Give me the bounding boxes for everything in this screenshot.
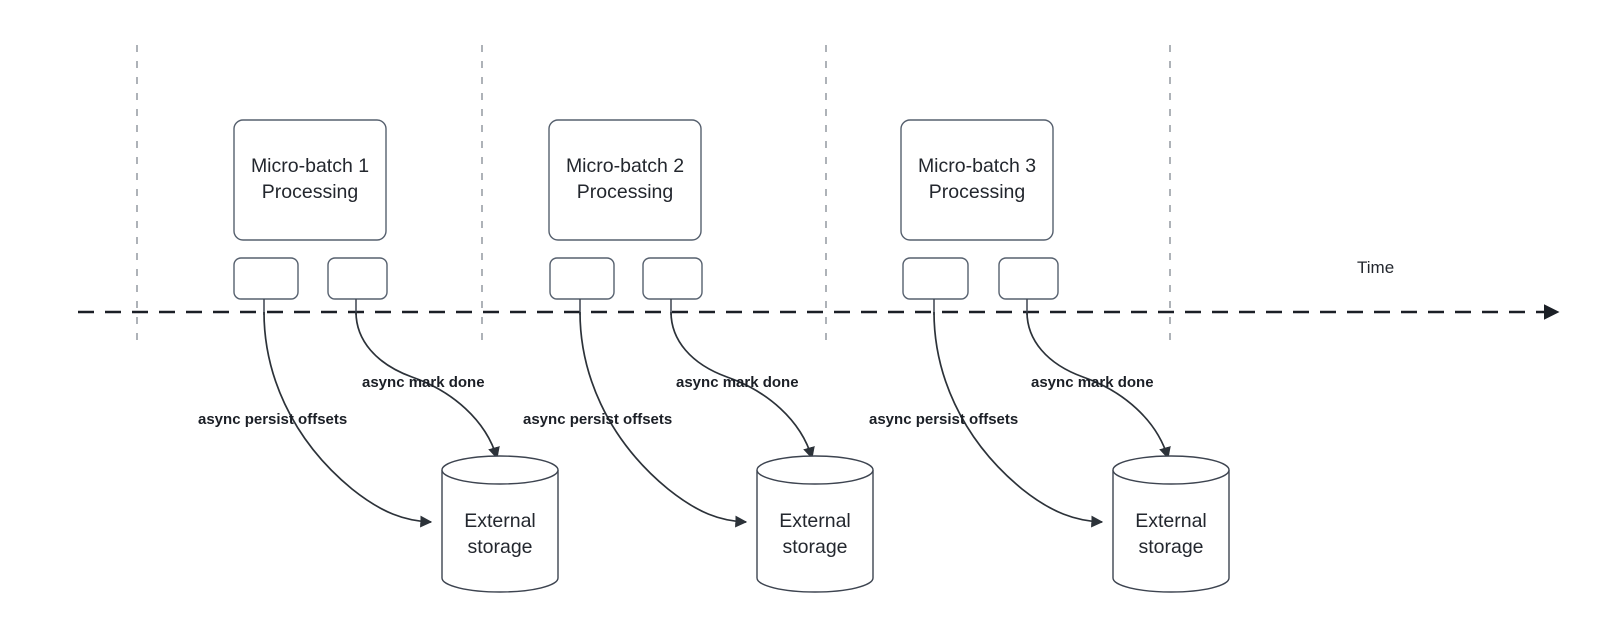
micro-batch-2-rect[interactable] — [548, 119, 702, 241]
timeline-tick-lines — [136, 45, 1171, 340]
group-1-external-storage[interactable]: External storage — [441, 455, 559, 593]
group-3-mark-done-task[interactable] — [998, 257, 1059, 300]
micro-batch-1-box[interactable]: Micro-batch 1 Processing — [233, 119, 387, 241]
group-3-persist-offsets-task[interactable] — [902, 257, 969, 300]
group-2-persist-offsets-task[interactable] — [549, 257, 615, 300]
group-2-storage-body[interactable] — [756, 470, 874, 593]
timeline-axis: Time — [78, 258, 1560, 320]
micro-batch-3-label-line2: Processing — [929, 181, 1025, 203]
group-3-async-persist-offsets-label: async persist offsets — [869, 411, 1018, 428]
micro-batch-1-label-line1: Micro-batch 1 — [251, 155, 369, 177]
group-2-storage-label-line1: External — [779, 510, 851, 532]
group-1-async-mark-done-curve — [355, 311, 500, 460]
group-1-persist-offsets-task[interactable] — [233, 257, 299, 300]
group-3-external-storage[interactable]: External storage — [1112, 455, 1230, 593]
group-1-storage-top — [441, 455, 559, 485]
group-2-async-persist-offsets-curve — [579, 311, 748, 528]
group-2-mark-done-task[interactable] — [642, 257, 703, 300]
group-2-async-persist-offsets-label: async persist offsets — [523, 411, 672, 428]
micro-batch-2-label-line1: Micro-batch 2 — [566, 155, 684, 177]
group-1-storage-body[interactable] — [441, 470, 559, 593]
group-1-storage-label-line2: storage — [467, 536, 532, 558]
group-2-async-mark-done-curve — [670, 311, 815, 460]
micro-batch-3-box[interactable]: Micro-batch 3 Processing — [900, 119, 1054, 241]
micro-batch-2-label-line2: Processing — [577, 181, 673, 203]
micro-batch-3-rect[interactable] — [900, 119, 1054, 241]
group-2: Micro-batch 2 Processing async persist o… — [523, 119, 874, 593]
group-2-async-mark-done-label: async mark done — [676, 374, 799, 391]
group-1-async-mark-done-label: async mark done — [362, 374, 485, 391]
group-3-async-mark-done-label: async mark done — [1031, 374, 1154, 391]
group-3-storage-top — [1112, 455, 1230, 485]
time-axis-label: Time — [1357, 258, 1394, 277]
micro-batch-3-label-line1: Micro-batch 3 — [918, 155, 1036, 177]
group-3-async-persist-offsets-curve — [933, 311, 1104, 528]
micro-batch-1-label-line2: Processing — [262, 181, 358, 203]
micro-batch-2-box[interactable]: Micro-batch 2 Processing — [548, 119, 702, 241]
group-1: Micro-batch 1 Processing async persist o… — [198, 119, 559, 593]
group-3-storage-body[interactable] — [1112, 470, 1230, 593]
group-3-storage-label-line1: External — [1135, 510, 1207, 532]
group-2-external-storage[interactable]: External storage — [756, 455, 874, 593]
group-2-storage-label-line2: storage — [782, 536, 847, 558]
group-3-storage-label-line2: storage — [1138, 536, 1203, 558]
group-2-storage-top — [756, 455, 874, 485]
group-3: Micro-batch 3 Processing async persist o… — [869, 119, 1230, 593]
group-3-async-mark-done-curve — [1026, 311, 1171, 460]
group-1-async-persist-offsets-label: async persist offsets — [198, 411, 347, 428]
group-1-mark-done-task[interactable] — [327, 257, 388, 300]
group-1-async-persist-offsets-curve — [263, 311, 433, 528]
micro-batch-1-rect[interactable] — [233, 119, 387, 241]
group-1-storage-label-line1: External — [464, 510, 536, 532]
